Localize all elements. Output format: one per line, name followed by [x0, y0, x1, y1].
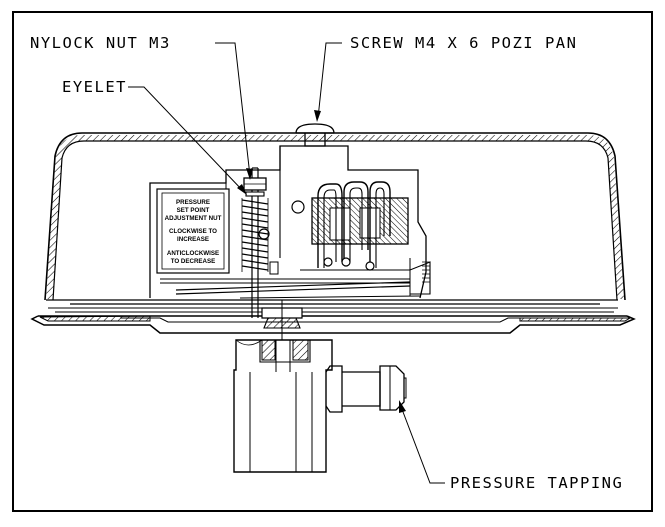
label-line4: CLOCKWISE TO — [169, 228, 217, 235]
pressure-fitting — [325, 365, 407, 413]
callout-eyelet-text: EYELET — [62, 78, 127, 96]
label-plate: PRESSURE SET POINT ADJUSTMENT NUT CLOCKW… — [156, 188, 230, 274]
drawing-border — [12, 11, 653, 512]
label-line7: TO DECREASE — [171, 258, 216, 265]
callout-pressure-text: PRESSURE TAPPING — [450, 474, 623, 492]
microswitch — [300, 181, 431, 295]
callout-eyelet: EYELET — [62, 78, 247, 195]
callout-screw-text: SCREW M4 X 6 POZI PAN — [350, 34, 577, 52]
callout-pressure-tapping: PRESSURE TAPPING — [399, 400, 623, 492]
label-line6: ANTICLOCKWISE — [167, 250, 219, 257]
label-line3: ADJUSTMENT NUT — [165, 215, 222, 222]
hex-body — [233, 339, 333, 473]
screw-m4 — [295, 123, 335, 147]
cover — [44, 132, 626, 301]
diaphragm-flange — [30, 299, 636, 334]
lever-arm — [175, 281, 421, 299]
callout-nylock: NYLOCK NUT M3 — [30, 34, 253, 180]
label-line1: PRESSURE — [176, 199, 210, 206]
centre-stud — [261, 300, 303, 345]
label-line5: INCREASE — [177, 236, 209, 243]
label-line2: SET POINT — [177, 207, 210, 214]
callout-nylock-text: NYLOCK NUT M3 — [30, 34, 171, 52]
adjustment-spring — [241, 167, 279, 318]
callout-screw: SCREW M4 X 6 POZI PAN — [314, 34, 577, 122]
